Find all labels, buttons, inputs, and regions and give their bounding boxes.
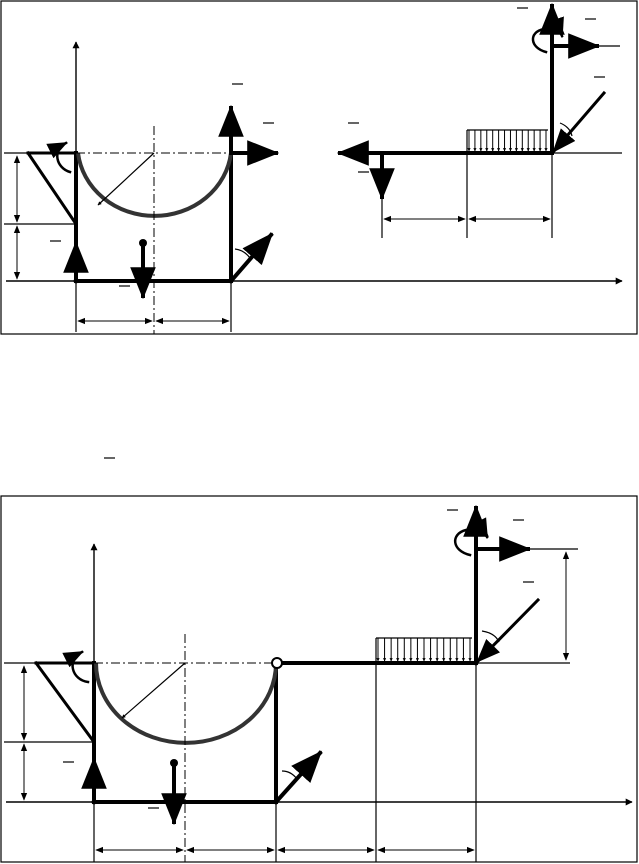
inclined-force-right xyxy=(551,90,607,154)
moment-arrow-top-2 xyxy=(454,517,489,557)
figure-2 xyxy=(0,495,638,863)
joint-post-2 xyxy=(473,660,479,666)
radius-arrow xyxy=(97,152,155,206)
inclined-force-base-2 xyxy=(273,750,323,805)
hinge-2 xyxy=(271,657,283,669)
distributed-load-arrows xyxy=(467,130,548,152)
angle-mark-base xyxy=(234,248,251,259)
radius-arrow-2 xyxy=(121,662,186,719)
semicircular-arc-2 xyxy=(94,662,278,745)
joint-bottom-right-2 xyxy=(273,799,279,805)
moment-arrow-left xyxy=(46,141,72,174)
joint-bottom-left xyxy=(73,278,79,284)
distributed-load-arrows-2 xyxy=(376,638,472,662)
angle-mark-right xyxy=(559,122,573,137)
figure-1 xyxy=(0,0,638,335)
figure-1-frame xyxy=(0,0,638,335)
moment-arrow-top xyxy=(531,16,564,54)
vector-overbars-fig2 xyxy=(63,509,534,809)
triangular-load xyxy=(25,150,78,229)
angle-mark-right-2 xyxy=(481,630,500,643)
figure-2-frame xyxy=(0,495,638,863)
inclined-force-right-2 xyxy=(475,597,541,664)
vector-overbars-fig1 xyxy=(50,7,605,287)
triangular-load-2 xyxy=(33,660,96,747)
joint-bottom-right xyxy=(228,278,234,284)
inclined-force-base xyxy=(228,232,274,284)
angle-mark-base-2 xyxy=(281,770,298,780)
moment-arrow-left-2 xyxy=(62,650,90,684)
joint-bottom-left-2 xyxy=(91,799,97,805)
